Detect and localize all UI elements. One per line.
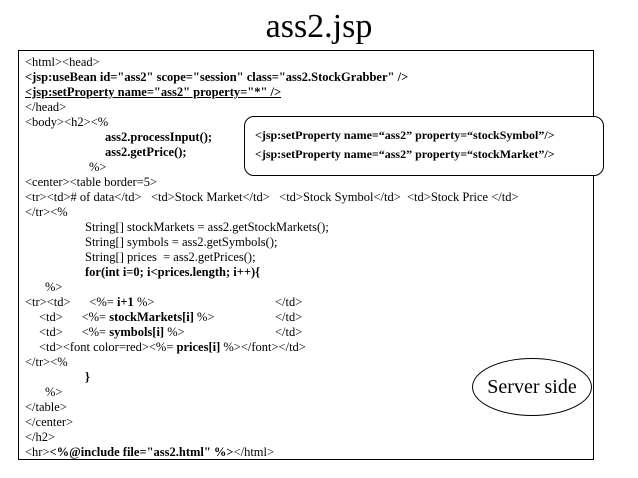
code-line: <tr><td> <%= i+1 %>	[25, 295, 154, 310]
code-line: </table>	[25, 400, 67, 414]
code-line: String[] stockMarkets = ass2.getStockMar…	[85, 220, 329, 234]
code-listing: <html><head> <jsp:useBean id="ass2" scop…	[18, 50, 594, 460]
code-line: </tr><%	[25, 205, 68, 219]
code-text: symbols[i]	[109, 325, 165, 339]
slide-title: ass2.jsp	[265, 8, 373, 45]
code-text: %>	[164, 325, 185, 339]
code-line: <td> <%= symbols[i] %>	[39, 325, 185, 340]
code-line: %>	[89, 160, 107, 174]
code-text: %></font></td>	[220, 340, 306, 354]
server-side-ellipse: Server side	[472, 358, 592, 416]
code-text: <td><font color=red><%=	[39, 340, 177, 354]
code-text: %>	[193, 310, 215, 324]
code-line: <jsp:setProperty name="ass2" property="*…	[25, 85, 282, 99]
code-line: %>	[45, 385, 63, 399]
code-text: prices[i]	[176, 340, 221, 354]
code-text: <tr><td> <%=	[25, 295, 117, 309]
code-text: <hr>	[25, 445, 50, 459]
code-line: ass2.getPrice();	[105, 145, 187, 159]
code-line: <body><h2><%	[25, 115, 109, 129]
code-text: <td> <%=	[39, 310, 110, 324]
code-line: <jsp:useBean id="ass2" scope="session" c…	[25, 70, 409, 84]
code-text: %>	[133, 295, 155, 309]
code-line: String[] prices = ass2.getPrices();	[85, 250, 256, 264]
code-line: </h2>	[25, 430, 56, 444]
code-line: </td>	[275, 310, 303, 324]
code-text: <%@include file="ass2.html" %>	[49, 445, 234, 459]
code-line: <td> <%= stockMarkets[i] %>	[39, 310, 215, 325]
code-text: </html>	[233, 445, 275, 459]
code-line: </head>	[25, 100, 67, 114]
code-text: stockMarkets[i]	[109, 310, 194, 324]
code-line: <center><table border=5>	[25, 175, 158, 189]
code-line: <tr><td># of data</td> <td>Stock Market<…	[25, 190, 519, 204]
code-line: %>	[45, 280, 63, 294]
code-line: }	[85, 370, 90, 384]
code-line: String[] symbols = ass2.getSymbols();	[85, 235, 278, 249]
code-line: ass2.processInput();	[105, 130, 213, 144]
code-line: <hr><%@include file="ass2.html" %></html…	[25, 445, 274, 460]
code-line: </td>	[275, 325, 303, 339]
code-line: </tr><%	[25, 355, 68, 369]
code-line: <td><font color=red><%= prices[i] %></fo…	[39, 340, 306, 355]
server-side-label: Server side	[487, 375, 577, 398]
code-text: i+1	[116, 295, 134, 309]
callout-line: <jsp:setProperty name=“ass2” property=“s…	[255, 147, 555, 161]
code-line: </td>	[275, 295, 303, 309]
code-text: <td> <%=	[39, 325, 110, 339]
callout-box: <jsp:setProperty name=“ass2” property=“s…	[244, 116, 604, 176]
code-line: </center>	[25, 415, 74, 429]
callout-line: <jsp:setProperty name=“ass2” property=“s…	[255, 128, 555, 142]
code-line: <html><head>	[25, 55, 100, 69]
code-line: for(int i=0; i<prices.length; i++){	[85, 265, 261, 279]
